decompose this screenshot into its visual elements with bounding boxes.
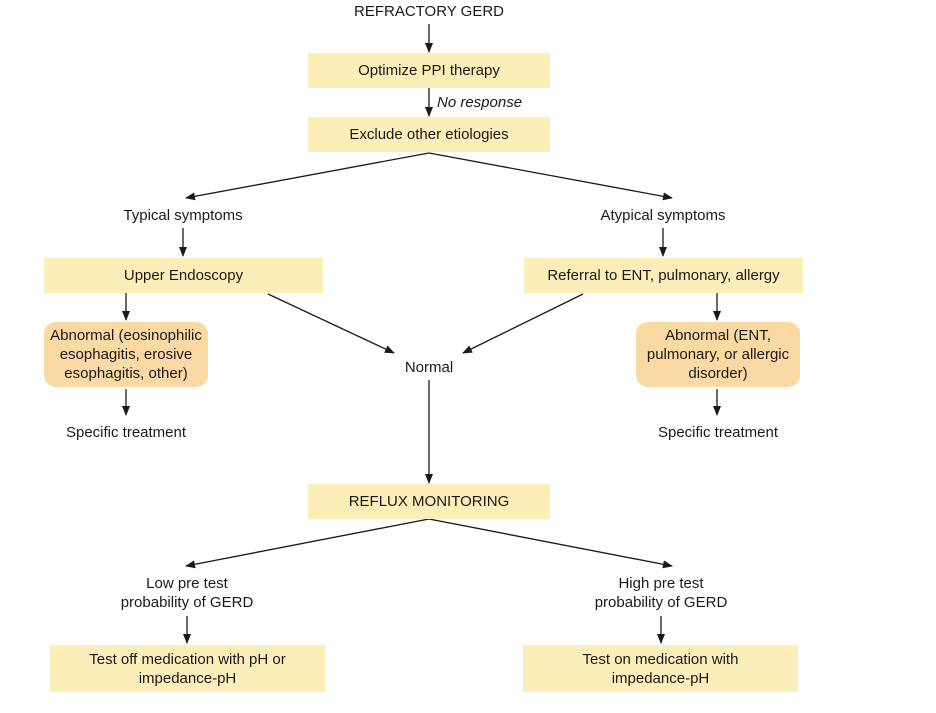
low-probability-label: Low pre test probability of GERD [97,572,277,614]
abnormal-ent-text: Abnormal (ENT, pulmonary, or allergic di… [646,327,790,382]
specific-treatment-left-text: Specific treatment [65,423,187,441]
arrow-exclude-to-typical [185,152,430,201]
normal-label: Normal [384,356,474,378]
high-probability-text: High pre test probability of GERD [594,575,728,611]
high-probability-label: High pre test probability of GERD [571,572,751,614]
test-off-medication-text: Test off medication with pH or impedance… [89,650,286,687]
specific-treatment-left: Specific treatment [46,421,206,443]
test-on-medication-box: Test on medication with impedance-pH [523,645,798,692]
atypical-symptoms-label: Atypical symptoms [578,204,748,226]
exclude-etiologies-box: Exclude other etiologies [308,117,550,152]
arrow-referral-to-normal [462,293,584,354]
upper-endoscopy-text: Upper Endoscopy [123,267,244,284]
typical-symptoms-text: Typical symptoms [123,206,243,224]
arrow-exclude-to-atypical [428,152,673,201]
no-response-text: No response [437,93,523,111]
optimize-ppi-text: Optimize PPI therapy [358,62,500,79]
abnormal-ent-box: Abnormal (ENT, pulmonary, or allergic di… [636,322,800,387]
test-on-medication-text: Test on medication with impedance-pH [582,650,739,687]
no-response-label: No response [437,92,537,112]
normal-text: Normal [404,358,454,376]
reflux-monitoring-text: REFLUX MONITORING [348,493,510,510]
abnormal-endoscopy-box: Abnormal (eosinophilic esophagitis, eros… [44,322,208,387]
arrow-endoscopy-to-normal [267,293,395,354]
typical-symptoms-label: Typical symptoms [98,204,268,226]
referral-text: Referral to ENT, pulmonary, allergy [547,267,780,284]
reflux-monitoring-box: REFLUX MONITORING [308,484,550,519]
refractory-gerd-text: REFRACTORY GERD [353,2,505,20]
test-off-medication-box: Test off medication with pH or impedance… [50,645,325,692]
upper-endoscopy-box: Upper Endoscopy [44,258,323,293]
low-probability-text: Low pre test probability of GERD [120,575,254,611]
arrow-reflux-to-high [428,518,673,569]
specific-treatment-right: Specific treatment [638,421,798,443]
arrow-reflux-to-low [185,518,430,569]
refractory-gerd-label: REFRACTORY GERD [309,0,549,22]
exclude-etiologies-text: Exclude other etiologies [349,126,509,143]
specific-treatment-right-text: Specific treatment [657,423,779,441]
abnormal-endoscopy-text: Abnormal (eosinophilic esophagitis, eros… [50,327,202,382]
atypical-symptoms-text: Atypical symptoms [600,206,726,224]
referral-box: Referral to ENT, pulmonary, allergy [524,258,803,293]
optimize-ppi-box: Optimize PPI therapy [308,53,550,88]
